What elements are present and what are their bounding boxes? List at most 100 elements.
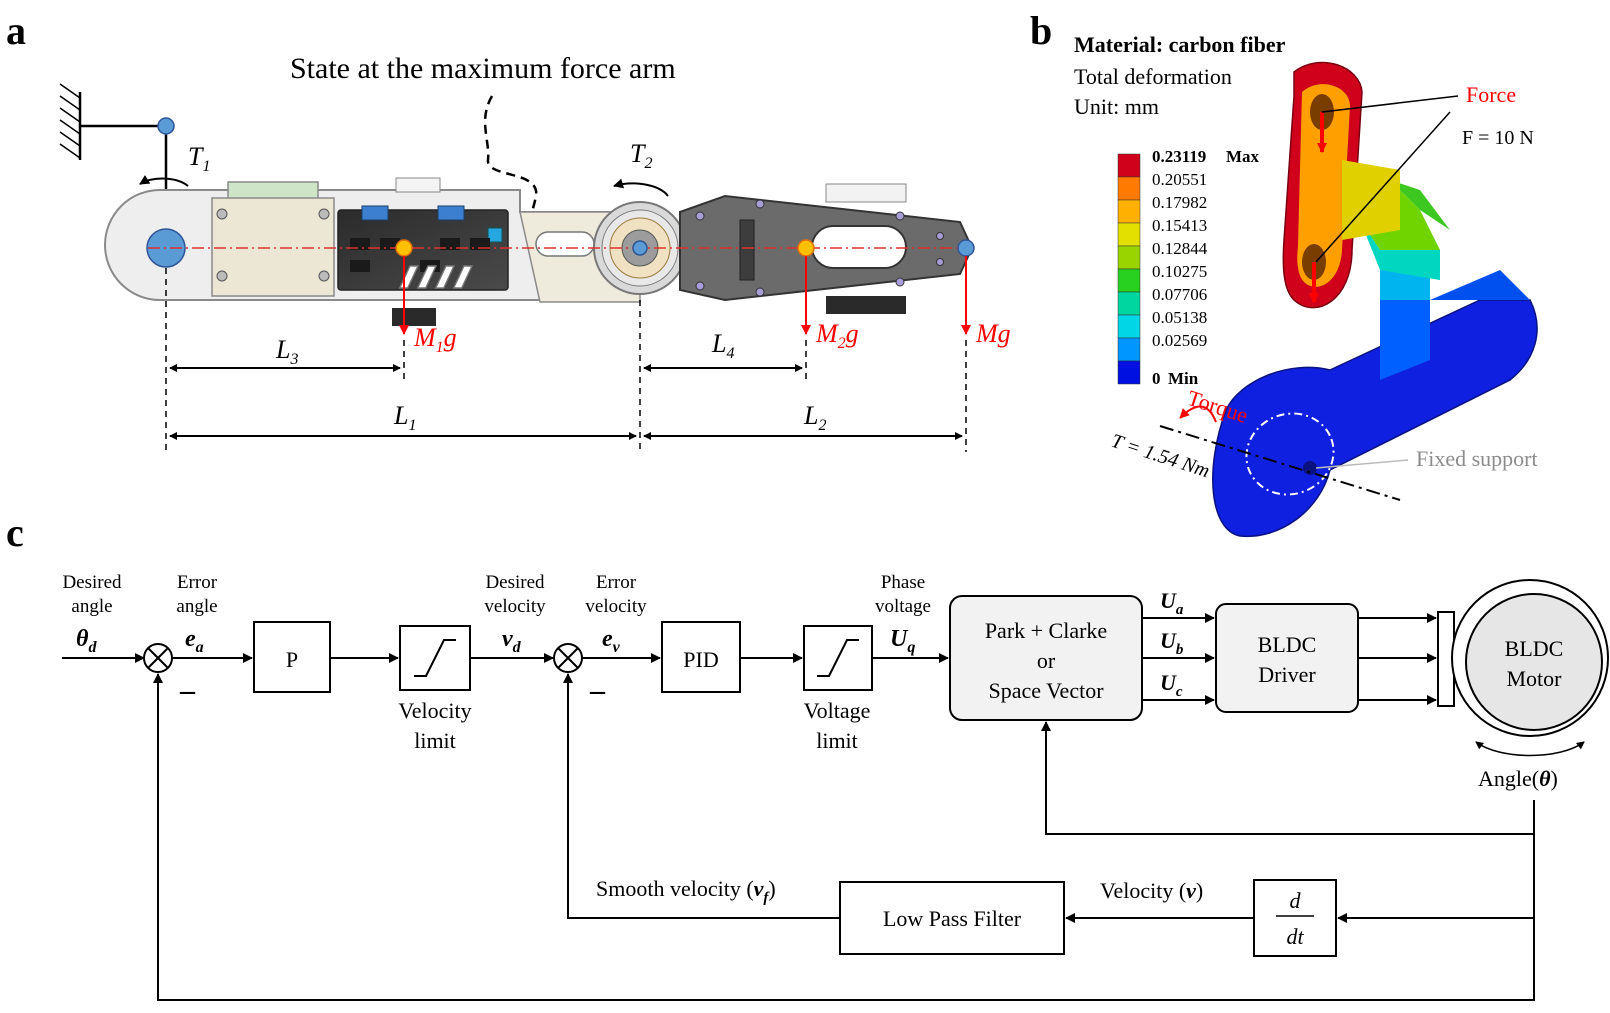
feedback-velocity [563,673,840,919]
phase-voltage-label-2: voltage [875,596,931,617]
legend-swatch [1117,245,1141,270]
force-leader-1 [1321,95,1459,113]
motor-label-1: BLDC [1505,636,1564,661]
desired-velocity-label-1: Desired [485,572,545,593]
voltage-limit-block [803,625,873,691]
torque-axis-line [1159,425,1401,501]
desired-angle-label-1: Desired [62,572,122,593]
desired-velocity-label-2: velocity [484,596,546,617]
theta-d-symbol: θd [76,626,97,656]
legend-swatch [1117,199,1141,224]
state-title: State at the maximum force arm [290,52,676,85]
unit-label: Unit: mm [1074,94,1159,119]
sum-junction-1 [143,643,173,673]
error-angle-label-1: Error [177,572,218,593]
legend-value: 0.15413 [1152,216,1207,235]
panel-label-c: c [6,510,24,555]
velocity-limit-label-2: limit [414,728,456,753]
u-c-symbol: Uc [1160,670,1183,700]
minus-sign-1: – [179,674,196,707]
robot-arm-assembly [104,177,974,326]
e-a-symbol: ea [185,626,204,656]
voltage-limit-label-2: limit [816,728,858,753]
torque-t1-arrow [139,175,189,187]
u-b-symbol: Ub [1160,628,1184,658]
smooth-velocity-label: Smooth velocity (vf) [596,876,776,906]
legend-swatch [1117,360,1141,385]
p-block-label: P [286,647,298,672]
pid-block [661,621,741,693]
legend-value: 0.02569 [1152,331,1207,350]
m1g-label: M1g [413,323,457,356]
mass-point-m1 [395,239,413,257]
l2-label: L2 [803,401,826,434]
legend-suffix: Min [1168,369,1199,388]
derivative-numerator: d [1290,888,1302,913]
t2-label: T2 [630,139,652,172]
m2g-label: M2g [815,319,859,352]
panel-label-b: b [1030,8,1052,53]
legend-value: 0 [1152,369,1161,388]
park-label-2: or [1037,648,1056,673]
joint-point-t2 [632,240,648,256]
fixed-support-label: Fixed support [1416,446,1538,471]
legend-value: 0.23119 [1152,147,1206,166]
torque-arc [1179,405,1217,423]
derivative-denominator: dt [1286,924,1304,949]
l1-label: L1 [393,401,416,434]
driver-label-2: Driver [1258,662,1316,687]
velocity-limit-block [399,625,471,691]
v-d-symbol: vd [502,626,522,656]
panel-a: State at the maximum force arm [59,52,1011,452]
e-v-symbol: ev [602,626,621,656]
support-leader [1315,459,1409,469]
fea-bracket-model [1212,61,1538,538]
legend-value: 0.07706 [1152,285,1207,304]
legend-swatch [1117,291,1141,316]
panel-label-a: a [6,8,26,53]
legend-suffix: Max [1226,147,1260,166]
sum-junction-2 [553,643,583,673]
u-q-symbol: Uq [890,626,915,656]
panel-b: Material: carbon fiber Total deformation… [1074,32,1538,538]
driver-label-1: BLDC [1258,632,1317,657]
legend-value: 0.10275 [1152,262,1207,281]
legend-value: 0.20551 [1152,170,1207,189]
torque-t2-arrow [613,178,669,197]
battery-block [211,197,335,297]
legend-swatch [1117,153,1141,178]
end-point-m [957,239,975,257]
force-value: F = 10 N [1462,127,1534,149]
error-velocity-label-2: velocity [585,596,647,617]
material-label: Material: carbon fiber [1074,32,1286,57]
bldc-motor-icon [1437,579,1609,737]
deformation-label: Total deformation [1074,64,1232,89]
legend-swatch [1117,222,1141,247]
legend-swatch [1117,314,1141,339]
panel-c-block-diagram: Desired angle θd – Error angle ea P Velo… [62,572,1609,1001]
mass-point-m2 [797,239,815,257]
dimension-guides [165,268,967,452]
feedback-to-derivative [1337,834,1535,923]
l3-label: L3 [275,335,298,368]
error-velocity-label-1: Error [596,572,637,593]
force-leader-2 [1315,111,1451,263]
park-label-3: Space Vector [988,678,1104,703]
legend-swatch [1117,268,1141,293]
bldc-driver-block [1215,603,1359,713]
velocity-label: Velocity (v) [1100,878,1203,903]
low-pass-filter-block [839,881,1065,955]
force-label: Force [1466,82,1516,107]
legend-value: 0.12844 [1152,239,1208,258]
phase-voltage-label-1: Phase [881,572,925,593]
t1-label: T1 [188,142,210,175]
title-pointer [483,95,538,217]
legend-swatch [1117,176,1141,201]
desired-angle-label-2: angle [71,596,112,617]
feedback-angle-outer [153,673,1535,1001]
velocity-limit-label-1: Velocity [398,698,471,723]
feedback-to-park [1041,721,1535,835]
legend-swatch [1117,337,1141,362]
rotation-arrow [1475,741,1585,757]
